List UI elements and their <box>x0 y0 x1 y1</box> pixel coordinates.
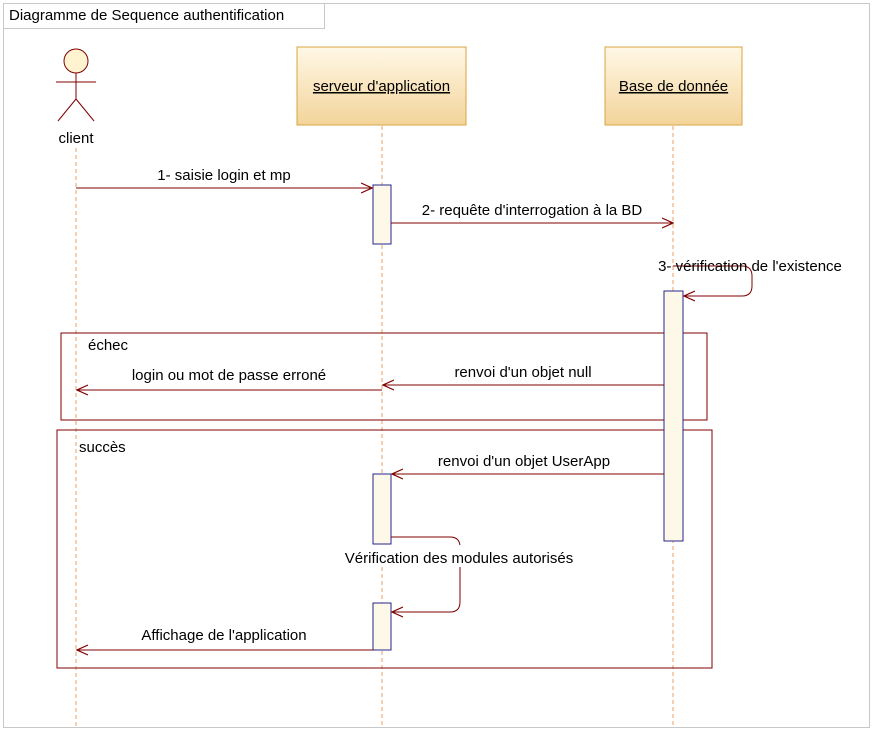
server-activation-2 <box>372 473 392 545</box>
success-fragment <box>56 429 713 669</box>
failure-fragment-label: échec <box>88 337 129 354</box>
message-7-label-bg <box>330 545 588 567</box>
message-1-label: 1- saisie login et mp <box>157 167 290 184</box>
database-box <box>604 46 743 126</box>
message-7-label: Vérification des modules autorisés <box>345 550 573 567</box>
diagram-title: Diagramme de Sequence authentification <box>3 3 325 29</box>
server-activation-1 <box>372 184 392 245</box>
actor-head-icon <box>63 48 89 74</box>
server-box <box>296 46 467 126</box>
success-fragment-label: succès <box>79 439 126 456</box>
message-7-arrow <box>391 536 461 612</box>
message-8-label: Affichage de l'application <box>141 627 306 644</box>
failure-fragment <box>60 332 708 421</box>
message-3-arrow <box>673 265 753 296</box>
message-4-label: renvoi d'un objet null <box>454 364 591 381</box>
message-3-label: 3- vérification de l'existence <box>658 258 842 275</box>
client-actor <box>56 48 96 122</box>
message-6-label: renvoi d'un objet UserApp <box>438 453 610 470</box>
message-5-label: login ou mot de passe erroné <box>132 367 326 384</box>
message-2-label: 2- requête d'interrogation à la BD <box>422 202 643 219</box>
client-label: client <box>58 130 94 147</box>
database-label: Base de donnée <box>619 78 728 95</box>
server-activation-3 <box>372 602 392 651</box>
diagram-frame <box>3 3 870 728</box>
database-activation <box>663 290 684 542</box>
server-label: serveur d'application <box>313 78 450 95</box>
